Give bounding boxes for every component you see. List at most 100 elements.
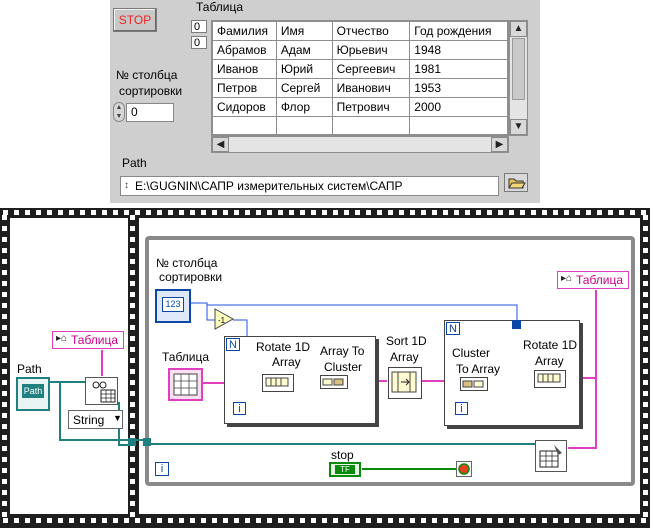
- film-holes-middle: [130, 212, 135, 520]
- stop-terminal[interactable]: TF: [329, 462, 361, 477]
- decrement-icon: -1: [214, 308, 235, 330]
- sort-column-input[interactable]: 0: [126, 103, 174, 122]
- stop-button[interactable]: STOP: [113, 8, 157, 32]
- while-loop: [145, 236, 635, 486]
- table-row[interactable]: [212, 116, 508, 135]
- scroll-right-icon[interactable]: ▶: [491, 137, 508, 152]
- table-local-variable-right[interactable]: ▸⌂ Таблица: [557, 271, 629, 289]
- while-iteration-terminal: i: [155, 462, 169, 476]
- cluster-to-array-label-2: To Array: [456, 362, 501, 376]
- path-terminal[interactable]: Path: [16, 377, 50, 411]
- sort-array-label-2: Array: [390, 350, 419, 364]
- table-cell[interactable]: [212, 116, 277, 135]
- table-local-variable[interactable]: ▸⌂ Таблица: [52, 331, 124, 349]
- bd-path-label: Path: [17, 362, 42, 376]
- scroll-down-icon[interactable]: ▼: [510, 119, 527, 135]
- bd-table-label: Таблица: [162, 350, 210, 364]
- loop-condition-terminal[interactable]: [456, 461, 472, 477]
- table-local-label-right: Таблица: [576, 273, 624, 287]
- loop1-iteration-terminal: i: [233, 402, 246, 415]
- for-loop-1: [224, 336, 376, 424]
- film-holes-top: [0, 210, 650, 215]
- teal-tunnel-left: [128, 438, 136, 446]
- loop2-count-terminal[interactable]: N: [446, 322, 460, 335]
- table-cell[interactable]: 2000: [409, 97, 508, 117]
- array-to-cluster-label: Array To: [320, 344, 365, 358]
- array-to-cluster-node[interactable]: [320, 375, 348, 389]
- path-terminal-text: Path: [22, 384, 44, 398]
- table-cell[interactable]: [409, 116, 508, 135]
- bd-sort-col-label-2: сортировки: [159, 270, 223, 284]
- table-row-index[interactable]: 0: [191, 20, 207, 33]
- table-col-index[interactable]: 0: [191, 36, 207, 49]
- loop2-iteration-terminal: i: [455, 402, 468, 415]
- loop1-count-terminal[interactable]: N: [226, 338, 240, 351]
- scroll-up-icon[interactable]: ▲: [510, 21, 527, 37]
- rotate-array-icon: [537, 373, 561, 383]
- bd-stop-label: stop: [331, 448, 354, 462]
- table-terminal[interactable]: [168, 368, 203, 401]
- stepper-arrows-icon[interactable]: ▲▼: [115, 104, 123, 120]
- bd-sort-col-label: № столбца: [156, 256, 218, 270]
- svg-text:-1: -1: [218, 316, 226, 325]
- rotate2-label-2: Array: [535, 354, 564, 368]
- cluster-to-array-label: Cluster: [452, 346, 491, 360]
- table-cell[interactable]: Петров: [212, 78, 277, 98]
- path-value: E:\GUGNIN\САПР измерительных систем\САПР: [135, 179, 403, 193]
- read-spreadsheet-node[interactable]: [85, 377, 118, 405]
- spreadsheet-icon: [92, 381, 116, 403]
- rotate1-label-2: Array: [272, 355, 301, 369]
- table-header-cell: Отчество: [331, 21, 411, 41]
- sort-column-stepper[interactable]: ▲▼: [113, 102, 125, 122]
- local-arrow-icon: ▸⌂: [56, 333, 68, 344]
- sort-array-node[interactable]: [388, 367, 422, 399]
- array-cluster-icon: [322, 378, 344, 386]
- table-local-label: Таблица: [71, 333, 119, 347]
- table-control[interactable]: Фамилия Имя Отчество Год рождения Абрамо…: [211, 20, 509, 136]
- dropdown-icon: ▼: [113, 413, 122, 423]
- rotate1-label: Rotate 1D: [256, 340, 311, 354]
- cluster-to-array-node[interactable]: [460, 377, 488, 391]
- table-cell[interactable]: Абрамов: [212, 40, 277, 60]
- horizontal-scrollbar[interactable]: [211, 136, 509, 153]
- rotate1-node[interactable]: [262, 374, 294, 392]
- string-type-selector[interactable]: String ▼: [68, 410, 123, 429]
- sort-col-terminal[interactable]: 123: [155, 289, 191, 323]
- rotate2-label: Rotate 1D: [523, 338, 578, 352]
- sort-column-label: № столбца: [116, 68, 178, 82]
- array-to-cluster-label-2: Cluster: [324, 360, 363, 374]
- sequence-frame-1: [10, 218, 128, 514]
- local-arrow-icon: ▸⌂: [561, 273, 573, 284]
- table-cell[interactable]: Юрий: [275, 59, 333, 79]
- numeric-icon: 123: [162, 297, 184, 312]
- decrement-node[interactable]: -1: [214, 308, 235, 330]
- rotate2-node[interactable]: [534, 370, 566, 388]
- sort-column-label-2: сортировки: [119, 84, 183, 98]
- stop-condition-icon: [458, 463, 470, 475]
- scroll-left-icon[interactable]: ◀: [212, 137, 229, 152]
- sort-icon: [391, 371, 417, 393]
- boolean-icon: TF: [335, 465, 355, 474]
- sort-array-label: Sort 1D: [386, 334, 427, 348]
- write-spreadsheet-icon: [539, 445, 562, 468]
- table-row[interactable]: Абрамов Адам Юрьевич 1948: [212, 40, 508, 60]
- path-label: Path: [122, 156, 147, 170]
- table-header-row: Фамилия Имя Отчество Год рождения: [212, 21, 508, 41]
- path-input[interactable]: ↕ E:\GUGNIN\САПР измерительных систем\СА…: [120, 176, 499, 196]
- teal-tunnel-right: [143, 438, 151, 446]
- table-row[interactable]: Петров Сергей Иванович 1953: [212, 78, 508, 98]
- film-holes-right: [643, 212, 648, 520]
- path-type-icon: ↕: [124, 180, 129, 191]
- scroll-thumb[interactable]: [512, 38, 525, 100]
- table-header-cell: Фамилия: [212, 21, 277, 41]
- table-cell[interactable]: Иванов: [212, 59, 277, 79]
- browse-button[interactable]: [504, 173, 528, 192]
- loop2-tunnel: [512, 320, 521, 329]
- rotate-array-icon: [265, 377, 289, 387]
- cluster-array-icon: [462, 380, 484, 388]
- table-cell[interactable]: Адам: [275, 40, 333, 60]
- film-holes-bottom: [0, 518, 650, 523]
- table-grid-icon: [173, 373, 198, 396]
- string-type-label: String: [73, 413, 105, 427]
- write-spreadsheet-node[interactable]: [535, 440, 567, 472]
